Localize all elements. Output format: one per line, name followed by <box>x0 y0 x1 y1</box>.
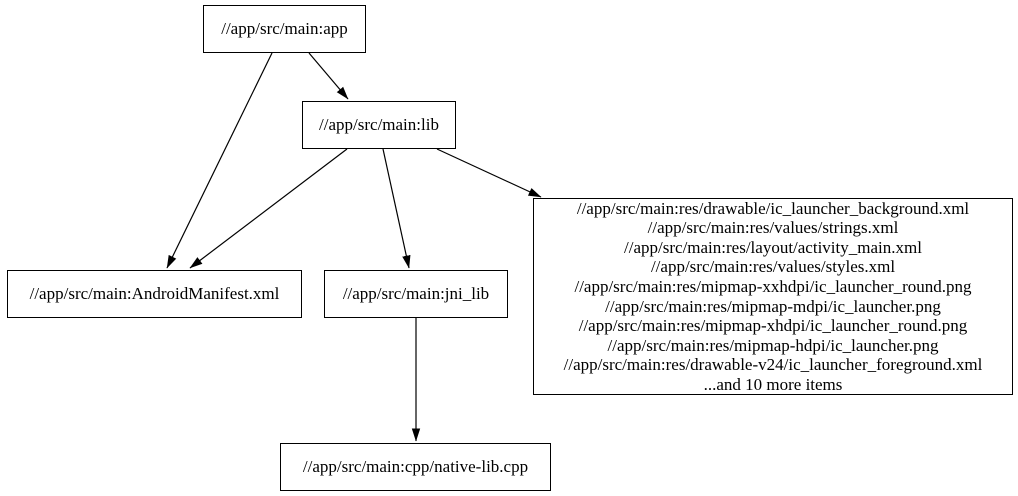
edge-lib-to-manifest <box>189 148 348 269</box>
node-native-lib-cpp-label: //app/src/main:cpp/native-lib.cpp <box>302 457 529 477</box>
node-lib: //app/src/main:lib <box>302 101 456 149</box>
edge-app-to-lib <box>308 52 349 100</box>
res-file-line: //app/src/main:res/drawable-v24/ic_launc… <box>563 355 983 375</box>
node-jni-lib: //app/src/main:jni_lib <box>324 270 508 318</box>
node-android-manifest: //app/src/main:AndroidManifest.xml <box>7 270 302 318</box>
res-file-line: //app/src/main:res/mipmap-xhdpi/ic_launc… <box>578 316 968 336</box>
node-app-label: //app/src/main:app <box>221 19 348 39</box>
res-file-line: //app/src/main:res/mipmap-mdpi/ic_launch… <box>605 296 941 316</box>
edge-lib-to-res-files <box>436 148 542 198</box>
node-android-manifest-label: //app/src/main:AndroidManifest.xml <box>29 284 280 304</box>
res-file-line: //app/src/main:res/values/styles.xml <box>650 257 896 277</box>
res-file-line: //app/src/main:res/layout/activity_main.… <box>624 237 922 257</box>
res-file-line: //app/src/main:res/values/strings.xml <box>647 218 899 238</box>
res-file-line: //app/src/main:res/mipmap-xxhdpi/ic_laun… <box>574 276 972 296</box>
node-lib-label: //app/src/main:lib <box>319 115 439 135</box>
node-app: //app/src/main:app <box>203 5 366 53</box>
res-file-line: //app/src/main:res/mipmap-hdpi/ic_launch… <box>607 335 939 355</box>
node-native-lib-cpp: //app/src/main:cpp/native-lib.cpp <box>280 443 551 491</box>
node-res-files: //app/src/main:res/drawable/ic_launcher_… <box>533 198 1013 395</box>
node-jni-lib-label: //app/src/main:jni_lib <box>342 284 490 304</box>
edge-lib-to-jni-lib <box>382 148 411 269</box>
res-files-more-items: ...and 10 more items <box>703 374 843 394</box>
res-file-line: //app/src/main:res/drawable/ic_launcher_… <box>576 198 970 218</box>
edge-app-to-manifest <box>166 52 273 269</box>
